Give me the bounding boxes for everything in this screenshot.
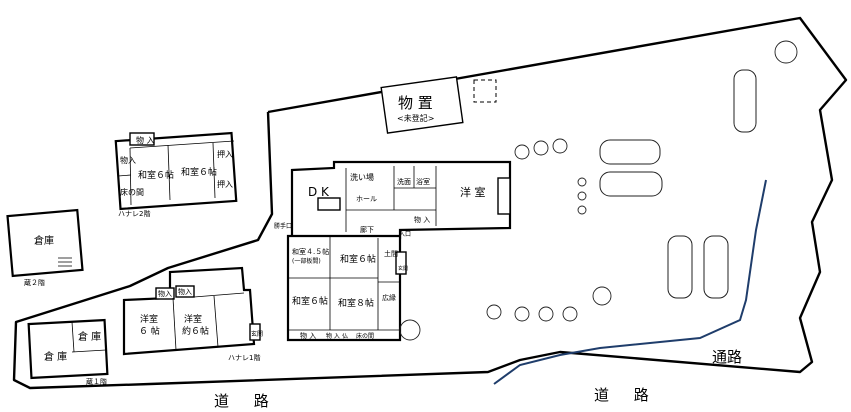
car-icon xyxy=(667,235,693,299)
parked-cars xyxy=(599,69,757,299)
annex2-closet-top: 物 入 xyxy=(136,135,155,145)
road-label-left: 道 路 xyxy=(214,392,279,410)
house-bathroom: 浴室 xyxy=(416,177,430,186)
warehouse1-caption: 蔵１階 xyxy=(86,377,107,386)
house-dk: D K xyxy=(308,185,330,199)
warehouse1-name-b: 倉 庫 xyxy=(78,330,101,343)
house-service-door: 勝手口 xyxy=(274,222,292,230)
warehouse2-caption: 蔵２階 xyxy=(24,278,45,287)
house-entrance: 入口 xyxy=(399,231,411,238)
car-icon xyxy=(703,235,729,299)
warehouse-first-floor: 倉 庫 倉 庫 蔵１階 xyxy=(27,318,109,386)
trees xyxy=(399,40,798,341)
annex2-tokonoma: 床の間 xyxy=(120,187,144,197)
annex-second-floor: 物 入 物入 床の間 和室６帖 和室６帖 押入 押入 ハナレ2階 xyxy=(114,131,238,218)
car-icon xyxy=(599,139,661,165)
house-room-6a: 和室６帖 xyxy=(340,253,376,265)
house-room-45-note: (一部板間) xyxy=(292,257,321,265)
tree-icon xyxy=(486,304,502,320)
shed-title: 物 置 xyxy=(398,94,433,112)
tree-icon xyxy=(399,319,421,341)
annex2-room-right: 和室６帖 xyxy=(181,166,217,178)
annex1-room-left: 洋室 xyxy=(140,313,158,325)
storage-shed: 物 置 <未登記> xyxy=(380,76,497,134)
tree-icon xyxy=(552,138,568,154)
tree-icon xyxy=(533,140,549,156)
tree-icon xyxy=(577,205,587,215)
house-closet-b3: 仏 xyxy=(342,333,348,340)
tree-icon xyxy=(592,286,612,306)
passage-line xyxy=(493,179,767,385)
house-western-room: 洋 室 xyxy=(460,185,486,199)
annex1-caption: ハナレ1階 xyxy=(228,353,260,362)
house-closet-b2: 物 入 xyxy=(326,332,340,340)
shed-note: <未登記> xyxy=(397,113,434,123)
warehouse-second-floor: 倉庫 蔵２階 xyxy=(6,208,84,287)
tree-icon xyxy=(514,306,530,322)
house-room-8: 和室８帖 xyxy=(338,297,374,309)
house-room-6b: 和室６帖 xyxy=(292,295,328,307)
house-washroom: 洗面 xyxy=(397,177,411,186)
annex1-closet-b: 物入 xyxy=(178,287,192,296)
annex2-caption: ハナレ2階 xyxy=(118,209,150,218)
annex2-closet-left: 物入 xyxy=(120,155,136,165)
house-closet: 物 入 xyxy=(414,215,430,224)
tree-icon xyxy=(577,191,587,201)
house-hallway: 廊下 xyxy=(360,225,374,234)
annex-first-floor: 物入 物入 洋室 ６ 帖 洋室 約６帖 玄関 ハナレ1階 xyxy=(122,266,263,362)
tree-icon xyxy=(577,177,587,187)
passage-label: 通路 xyxy=(712,348,742,366)
annex1-closet-a: 物入 xyxy=(158,289,172,298)
annex2-room-left: 和室６帖 xyxy=(138,169,174,181)
annex2-oshiire1: 押入 xyxy=(217,149,233,159)
warehouse1-name-a: 倉 庫 xyxy=(44,350,67,363)
road-label-right: 道 路 xyxy=(594,386,659,404)
annex1-room-right-size: 約６帖 xyxy=(182,325,209,337)
house-doma: 土間 xyxy=(384,249,398,258)
house-closet-b1: 物 入 xyxy=(300,331,316,340)
site-boundary xyxy=(12,16,848,390)
annex2-oshiire2: 押入 xyxy=(217,179,233,189)
house-genkan: 玄関 xyxy=(398,265,408,272)
house-hall: ホール xyxy=(356,195,377,203)
house-hiroen: 広縁 xyxy=(382,293,396,302)
tree-icon xyxy=(562,306,578,322)
house-tokonoma: 床の間 xyxy=(356,332,374,340)
annex1-room-left-size: ６ 帖 xyxy=(139,325,160,337)
warehouse2-name: 倉庫 xyxy=(34,234,54,247)
house-wash-area: 洗い場 xyxy=(350,172,374,182)
annex1-genkan: 玄関 xyxy=(251,330,263,338)
tree-icon xyxy=(538,306,554,322)
annex1-room-right: 洋室 xyxy=(184,313,202,325)
tree-icon xyxy=(514,144,530,160)
main-house: D K 洗い場 ホール 洗面 浴室 洋 室 物 入 廊下 入口 勝手口 和室４.… xyxy=(274,160,512,342)
tree-icon xyxy=(774,40,798,64)
car-icon xyxy=(599,171,663,197)
car-icon xyxy=(733,69,757,133)
house-room-45: 和室４.５帖 xyxy=(292,247,329,256)
